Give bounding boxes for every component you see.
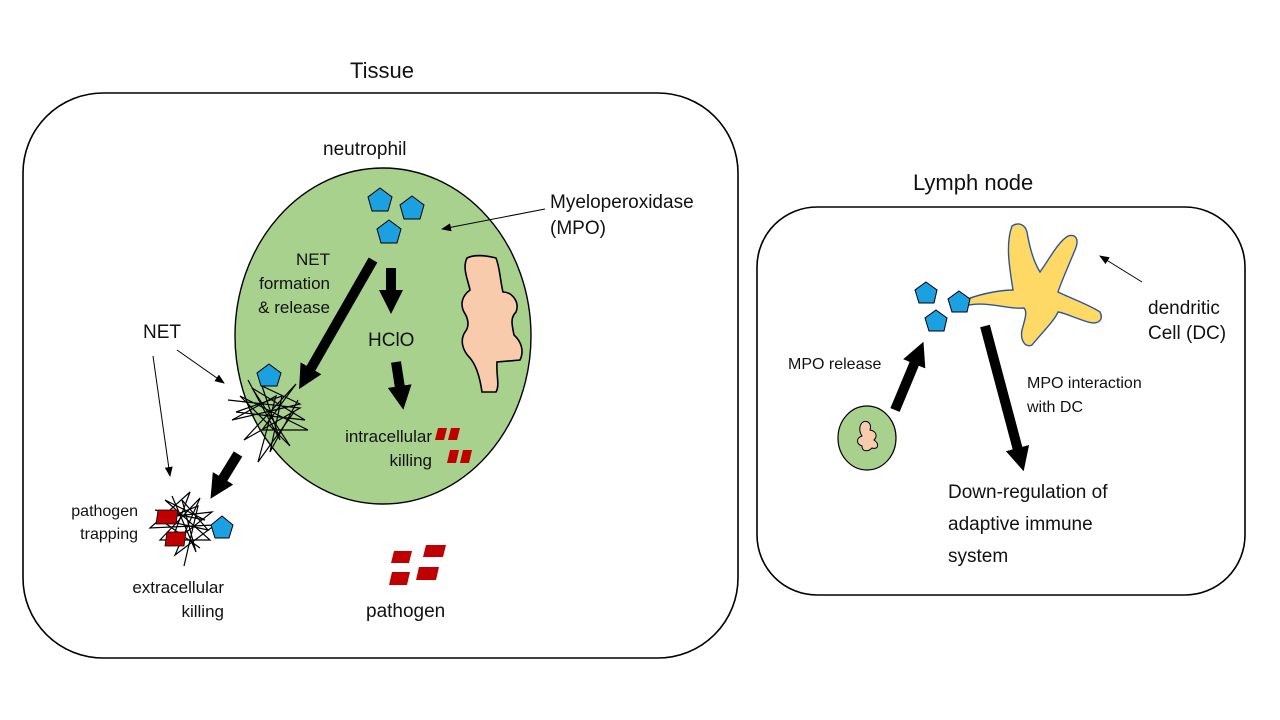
neutrophil-nucleus: [461, 254, 523, 393]
mpo-pentagon-icon: [367, 187, 393, 212]
neutrophil-cell: [234, 167, 532, 505]
mpo-pointer-arrow: [441, 208, 546, 232]
net-formation-line3: & release: [258, 298, 330, 317]
mpo-label-line2: (MPO): [550, 218, 606, 239]
net-pointer-arrow-2: [152, 355, 173, 477]
mpo-pentagon-icon: [924, 309, 948, 332]
tissue-title: Tissue: [350, 58, 414, 83]
small-neutrophil-nucleus: [857, 421, 879, 452]
dendritic-cell: [964, 223, 1102, 347]
mpo-interaction-line2: with DC: [1027, 399, 1084, 416]
hclo-label: HClO: [368, 330, 415, 351]
mpo-label-line1: Myeloperoxidase: [550, 192, 694, 213]
lymph-node-box: [756, 206, 1246, 596]
trapped-pathogen-icon: [155, 509, 187, 547]
mpo-interaction-line1: MPO interaction: [1027, 375, 1142, 392]
intracellular-pathogen-icon: [435, 428, 472, 463]
mpo-release-arrow: [890, 341, 926, 412]
mpo-pentagon-icon: [256, 363, 282, 387]
intracellular-line1: intracellular: [345, 427, 432, 446]
intracellular-killing-arrow: [387, 361, 412, 410]
net-release-arrow: [210, 451, 243, 499]
mpo-pentagon-icon: [914, 281, 938, 304]
extracellular-line2: killing: [181, 602, 224, 621]
mpo-pentagon-icon: [210, 515, 234, 539]
mpo-release-label: MPO release: [788, 356, 882, 373]
dc-label-line2: Cell (DC): [1148, 323, 1227, 344]
dc-pointer-arrow: [1099, 255, 1143, 283]
extracellular-net-tangle-icon: [148, 491, 217, 567]
mpo-pentagon-icon: [376, 219, 402, 244]
net-pointer-arrow-1: [176, 349, 225, 384]
net-label: NET: [143, 322, 181, 343]
mpo-pentagon-icon: [947, 290, 971, 313]
downregulation-line3: system: [948, 546, 1009, 567]
tissue-box: [22, 92, 739, 659]
pathogen-label: pathogen: [366, 601, 446, 622]
net-formation-line2: formation: [259, 274, 330, 293]
net-tangle-icon: [227, 379, 309, 463]
neutrophil-label: neutrophil: [323, 139, 407, 160]
net-formation-line1: NET: [296, 250, 330, 269]
pathogen-icon: [389, 545, 446, 585]
dc-label-line1: dendritic: [1148, 298, 1220, 319]
downregulation-line1: Down-regulation of: [948, 482, 1108, 503]
mpo-pentagon-icon: [399, 195, 425, 220]
net-formation-arrow: [299, 257, 378, 390]
downregulation-line2: adaptive immune: [948, 514, 1093, 535]
intracellular-line2: killing: [389, 451, 432, 470]
pathogen-trapping-line2: trapping: [80, 526, 138, 543]
pathogen-trapping-line1: pathogen: [71, 503, 138, 520]
lymph-node-title: Lymph node: [913, 170, 1034, 195]
extracellular-line1: extracellular: [132, 578, 224, 597]
mpo-interaction-arrow: [980, 324, 1030, 472]
